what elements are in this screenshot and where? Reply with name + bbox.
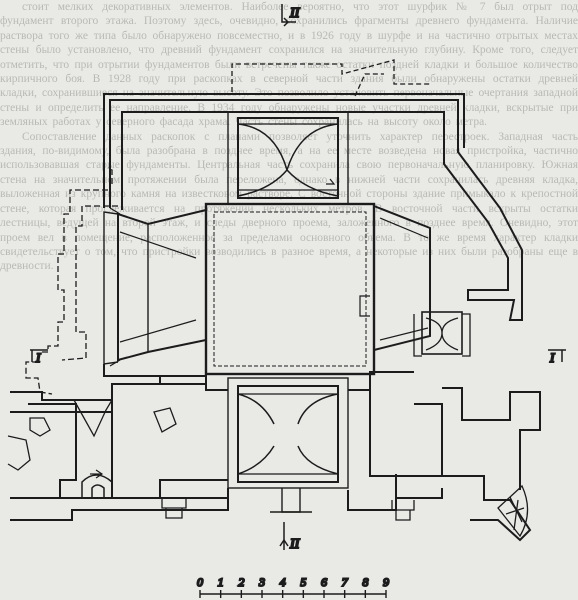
central-nave <box>204 202 376 376</box>
scale-label: 3 <box>258 575 265 589</box>
scale-label: 5 <box>300 575 306 589</box>
section-mark-bottom <box>279 522 289 550</box>
reconstructed-wall-outline <box>25 167 118 395</box>
scale-label: 6 <box>321 575 327 589</box>
scale-label: 7 <box>342 575 349 589</box>
south-entrance <box>270 488 312 513</box>
section-mark-right-label: I <box>549 350 555 365</box>
reconstructed-north-outline <box>231 59 430 97</box>
south-bay <box>227 377 349 489</box>
scale-label: 1 <box>218 575 224 589</box>
outer-wall <box>103 93 523 321</box>
east-apse <box>373 205 431 351</box>
door-marks <box>205 295 370 376</box>
lower-walls <box>10 364 541 542</box>
ruin-rubble <box>7 399 177 471</box>
scale-label: 0 <box>197 575 203 589</box>
scale-label: 9 <box>383 575 389 589</box>
section-mark-top <box>281 4 296 27</box>
north-bay <box>227 111 349 205</box>
arched-niche <box>81 469 113 498</box>
corner-stair <box>497 484 529 538</box>
scale-label: 2 <box>238 575 244 589</box>
west-apse <box>103 207 207 367</box>
section-mark-left-label: I <box>35 350 41 365</box>
section-mark-left <box>30 349 48 362</box>
stepped-footings <box>161 498 415 521</box>
section-mark-right <box>548 349 566 362</box>
scale-label: 8 <box>362 575 368 589</box>
section-mark-bottom-label: II <box>289 537 301 552</box>
east-chapel <box>413 311 471 357</box>
page-paragraph: Сопоставление данных раскопок с планами … <box>0 130 578 273</box>
scale-label: 4 <box>280 575 286 589</box>
scale-bar <box>199 590 387 598</box>
section-mark-top-label: II <box>289 6 301 21</box>
